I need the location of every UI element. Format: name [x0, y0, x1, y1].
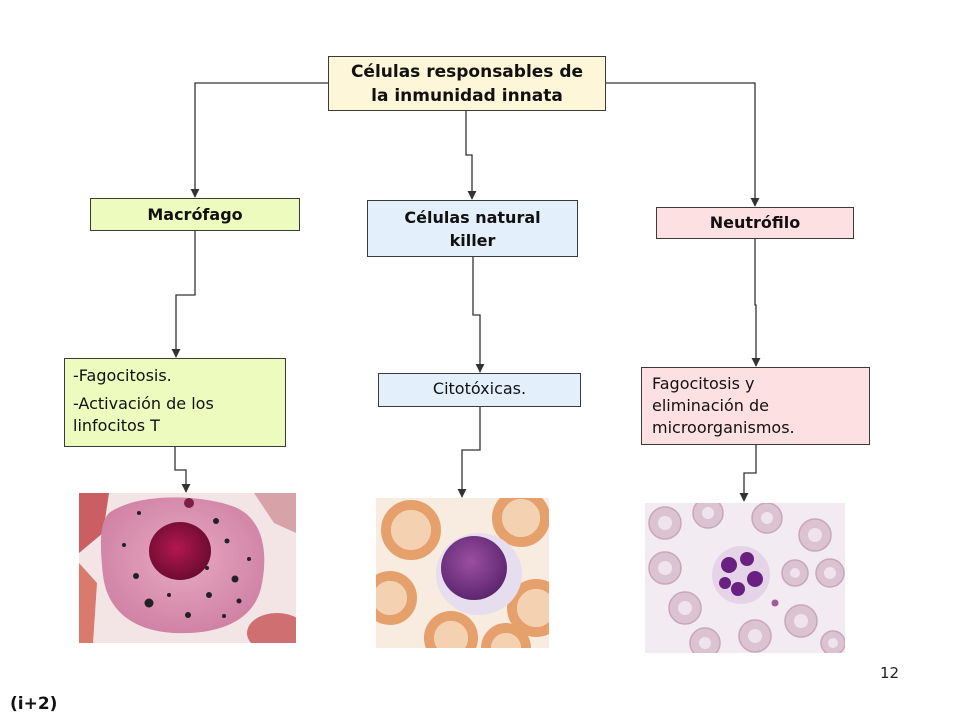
neutrophil-function-line-3: microorganismos.	[652, 418, 795, 437]
macrophage-function-line-3: linfocitos T	[73, 416, 160, 435]
macrophage-function-line-1: -Fagocitosis.	[73, 366, 172, 385]
arrow-neutrophil-to-function	[751, 239, 761, 367]
nk-function-box: Citotóxicas.	[378, 373, 581, 407]
macrophage-function-line-2: -Activación de los	[73, 394, 214, 413]
title-line-1: Células responsables de	[350, 62, 584, 82]
neutrophil-function-line-1: Fagocitosis y	[652, 374, 755, 393]
diagram-title-box: Células responsables de la inmunidad inn…	[328, 56, 606, 111]
nk-cell-label-line-2: killer	[449, 231, 496, 250]
page-number: 12	[880, 664, 900, 682]
nk-cell-label-line-1: Células natural	[404, 208, 541, 227]
macrophage-micrograph	[79, 493, 296, 643]
nk-cell-box: Células natural killer	[367, 200, 578, 257]
neutrophil-micrograph	[645, 503, 845, 653]
title-line-2: la inmunidad innata	[371, 86, 563, 106]
nk-function-line-1: Citotóxicas.	[432, 379, 527, 398]
arrow-macrophage-to-image	[174, 447, 191, 493]
footer-label: (i+2)	[10, 694, 58, 714]
macrophage-box: Macrófago	[90, 198, 300, 231]
arrow-title-to-neutrophil	[605, 82, 760, 207]
neutrophil-label: Neutrófilo	[709, 213, 801, 232]
macrophage-function-box: -Fagocitosis. -Activación de los linfoci…	[64, 358, 286, 447]
arrow-neutrophil-to-image	[739, 445, 757, 502]
neutrophil-box: Neutrófilo	[656, 207, 854, 239]
arrow-title-to-macrophage	[190, 82, 328, 198]
arrow-nk-to-image	[457, 407, 481, 498]
macrophage-label: Macrófago	[147, 205, 243, 224]
arrow-macrophage-to-function	[171, 231, 196, 358]
arrow-title-to-nk	[465, 111, 477, 200]
arrow-nk-to-function	[472, 257, 485, 373]
nk-cell-micrograph	[376, 498, 549, 648]
neutrophil-function-box: Fagocitosis y eliminación de microorgani…	[641, 367, 870, 445]
neutrophil-function-line-2: eliminación de	[652, 396, 769, 415]
